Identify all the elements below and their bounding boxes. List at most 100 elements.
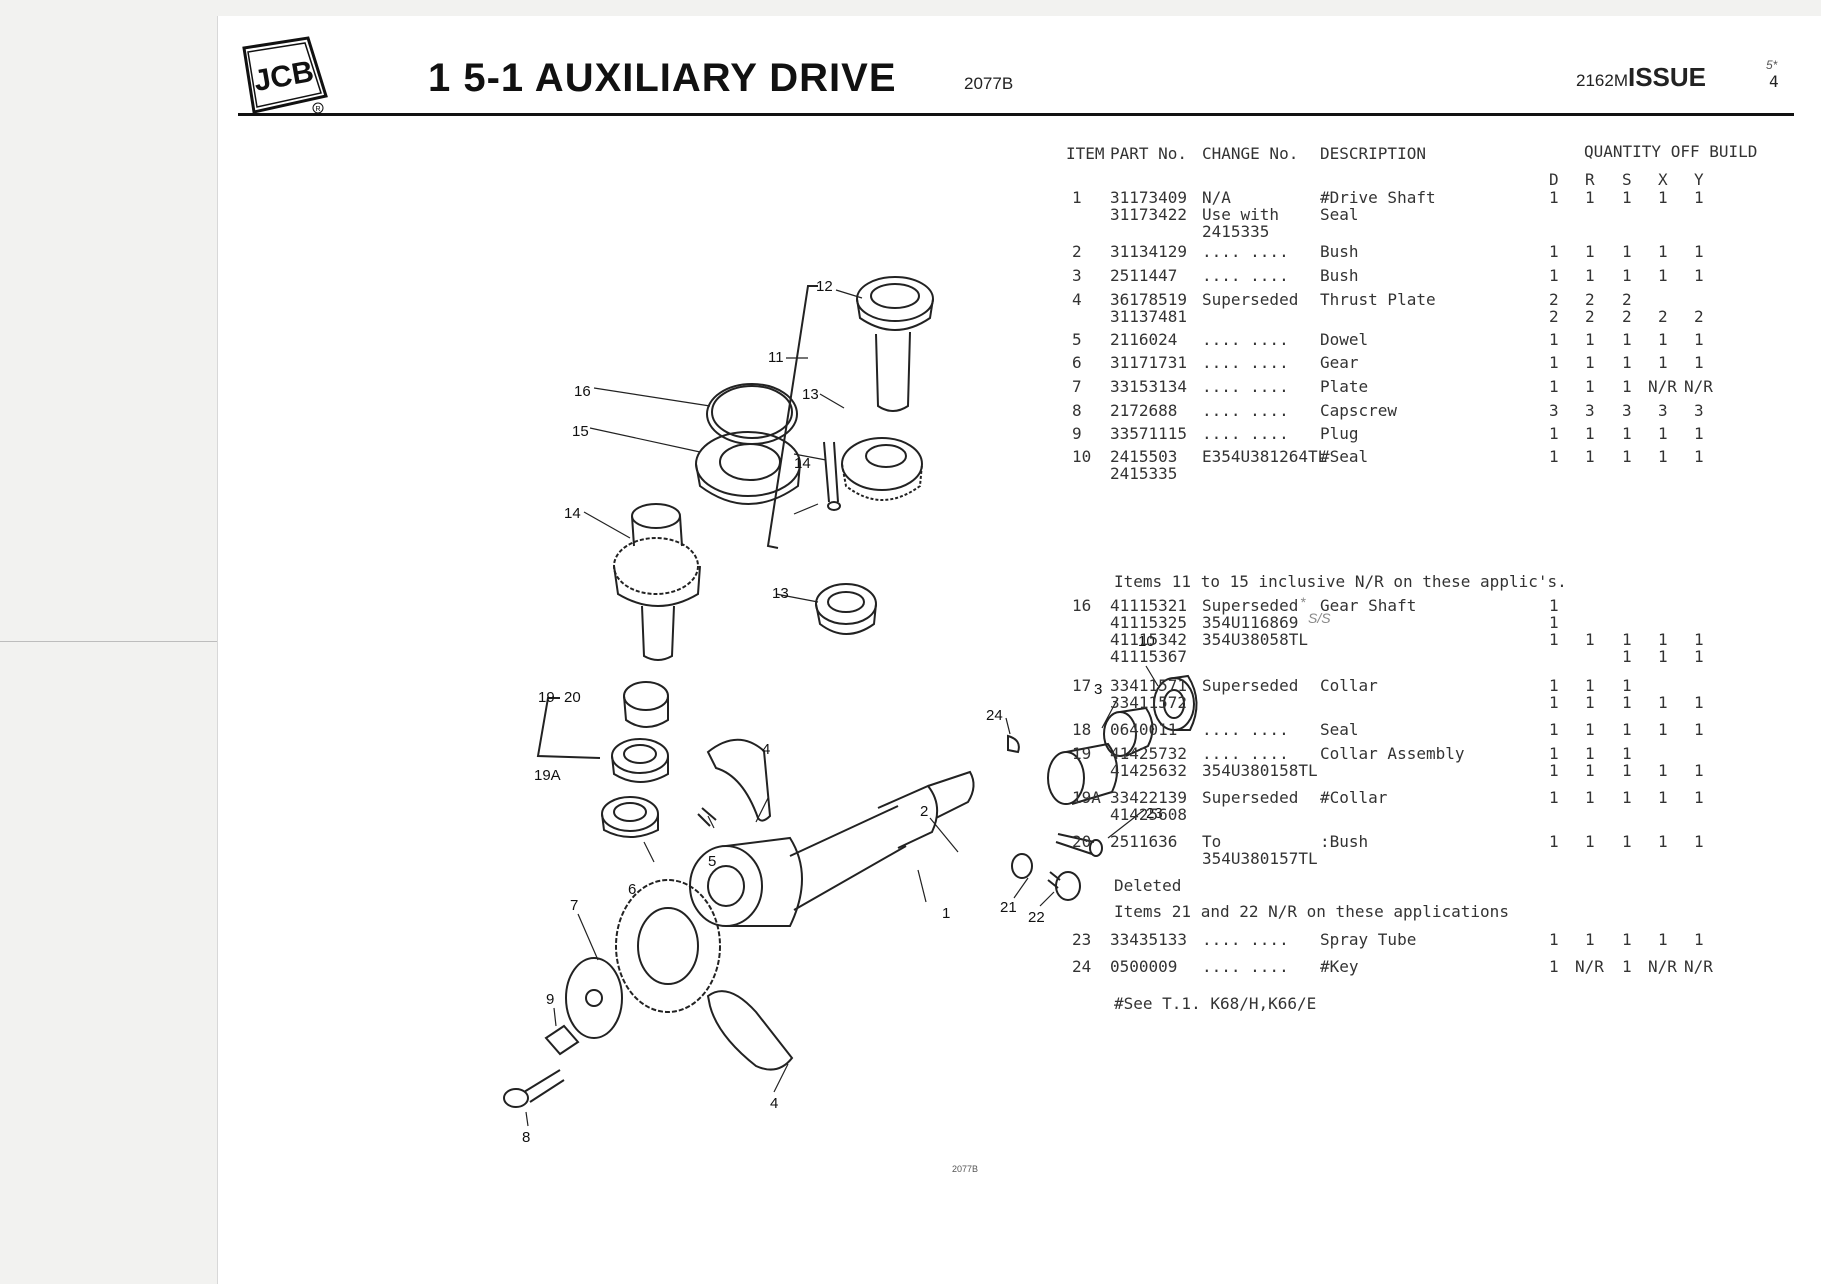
row-qty: 1: [1549, 596, 1559, 615]
row-qty: 1: [1622, 720, 1632, 739]
row-item: 17: [1072, 676, 1092, 695]
row-part-no: 2415335: [1110, 464, 1178, 483]
row-qty: 1: [1549, 242, 1559, 261]
row-item: 4: [1072, 290, 1082, 309]
row-part-no: 31173409: [1110, 188, 1188, 207]
header-build-d: D: [1549, 170, 1559, 189]
row-description: Seal: [1320, 205, 1359, 224]
row-qty: 1: [1658, 693, 1668, 712]
row-part-no: 0640011: [1110, 720, 1178, 739]
row-item: 20: [1072, 832, 1092, 851]
row-part-no: 33411572: [1110, 693, 1188, 712]
row-change-no: .... ....: [1202, 353, 1289, 372]
row-qty: 1: [1694, 353, 1704, 372]
row-description: Spray Tube: [1320, 930, 1417, 949]
header-build-x: X: [1658, 170, 1668, 189]
row-item: 19: [1072, 744, 1092, 763]
row-item: 5: [1072, 330, 1082, 349]
row-change-no: .... ....: [1202, 744, 1289, 763]
row-qty: 1: [1622, 693, 1632, 712]
footer-code: 2077B: [952, 1164, 979, 1174]
callout-11: 11: [768, 349, 784, 366]
row-change-no: N/A: [1202, 188, 1231, 207]
row-qty: 1: [1585, 676, 1595, 695]
row-item: 7: [1072, 377, 1082, 396]
row-qty: N/R: [1684, 957, 1713, 976]
row-qty: 1: [1549, 377, 1559, 396]
row-item: 9: [1072, 424, 1082, 443]
handwritten-mark-star: *: [1300, 594, 1306, 610]
row-qty: 1: [1694, 242, 1704, 261]
callout-13: 13: [802, 386, 819, 403]
row-qty: 3: [1658, 401, 1668, 420]
row-item: 2: [1072, 242, 1082, 261]
row-part-no: 33571115: [1110, 424, 1188, 443]
row-item: 19A: [1072, 788, 1101, 807]
row-part-no: 36178519: [1110, 290, 1188, 309]
row-part-no: 41115342: [1110, 630, 1188, 649]
row-part-no: 31134129: [1110, 242, 1188, 261]
parts-page: JCB R 1 5-1 AUXILIARY DRIVE 2077B 2162MI…: [218, 16, 1821, 1284]
row-qty: 3: [1622, 401, 1632, 420]
row-change-no: To: [1202, 832, 1222, 851]
row-qty: 1: [1549, 330, 1559, 349]
callout-8: 8: [522, 1129, 530, 1146]
row-qty: 1: [1658, 188, 1668, 207]
row-item: 3: [1072, 266, 1082, 285]
callout-19a: 19A: [534, 767, 561, 784]
row-description: Gear Shaft: [1320, 596, 1417, 615]
row-change-no: Superseded: [1202, 596, 1299, 615]
callout-18: 16: [574, 383, 591, 400]
row-qty: 1: [1658, 788, 1668, 807]
row-qty: 1: [1585, 447, 1595, 466]
row-change-no: 354U380157TL: [1202, 849, 1318, 868]
row-part-no: 2511447: [1110, 266, 1178, 285]
row-item: 10: [1072, 447, 1092, 466]
row-description: #Collar: [1320, 788, 1388, 807]
row-item: 23: [1072, 930, 1092, 949]
row-qty: 1: [1549, 188, 1559, 207]
row-qty: 1: [1549, 676, 1559, 695]
row-qty: 1: [1622, 744, 1632, 763]
callout-22: 22: [1028, 909, 1045, 926]
row-qty: 1: [1658, 242, 1668, 261]
callout-7: 7: [570, 897, 578, 914]
row-qty: 1: [1622, 832, 1632, 851]
row-part-no: 31171731: [1110, 353, 1188, 372]
callout-23: 23: [1146, 805, 1163, 822]
row-part-no: 2511636: [1110, 832, 1178, 851]
row-qty: 1: [1622, 353, 1632, 372]
row-qty: 1: [1622, 330, 1632, 349]
row-description: Plate: [1320, 377, 1369, 396]
row-qty: 2: [1658, 307, 1668, 326]
row-qty: 1: [1549, 957, 1559, 976]
row-description: Collar Assembly: [1320, 744, 1465, 763]
row-qty: 1: [1658, 930, 1668, 949]
row-qty: 1: [1549, 832, 1559, 851]
header-build-s: S: [1622, 170, 1632, 189]
row-qty: N/R: [1684, 377, 1713, 396]
row-qty: 1: [1694, 761, 1704, 780]
row-qty: 1: [1658, 447, 1668, 466]
row-qty: N/R: [1575, 957, 1604, 976]
row-change-no: .... ....: [1202, 720, 1289, 739]
row-qty: 1: [1658, 330, 1668, 349]
row-part-no: 41115325: [1110, 613, 1188, 632]
row-part-no: 2415503: [1110, 447, 1178, 466]
row-qty: 1: [1585, 242, 1595, 261]
row-qty: 3: [1694, 401, 1704, 420]
row-description: Bush: [1320, 266, 1359, 285]
row-qty: 1: [1585, 720, 1595, 739]
row-qty: 1: [1549, 720, 1559, 739]
row-part-no: 33153134: [1110, 377, 1188, 396]
row-qty: 1: [1622, 630, 1632, 649]
issue-value: 4: [1769, 72, 1779, 91]
callout-10: 10: [1138, 633, 1155, 650]
row-qty: 1: [1658, 647, 1668, 666]
row-qty: 1: [1622, 266, 1632, 285]
row-change-no: Superseded: [1202, 788, 1299, 807]
row-qty: 1: [1658, 630, 1668, 649]
row-qty: 1: [1622, 424, 1632, 443]
row-qty: 1: [1549, 447, 1559, 466]
row-qty: 1: [1658, 832, 1668, 851]
